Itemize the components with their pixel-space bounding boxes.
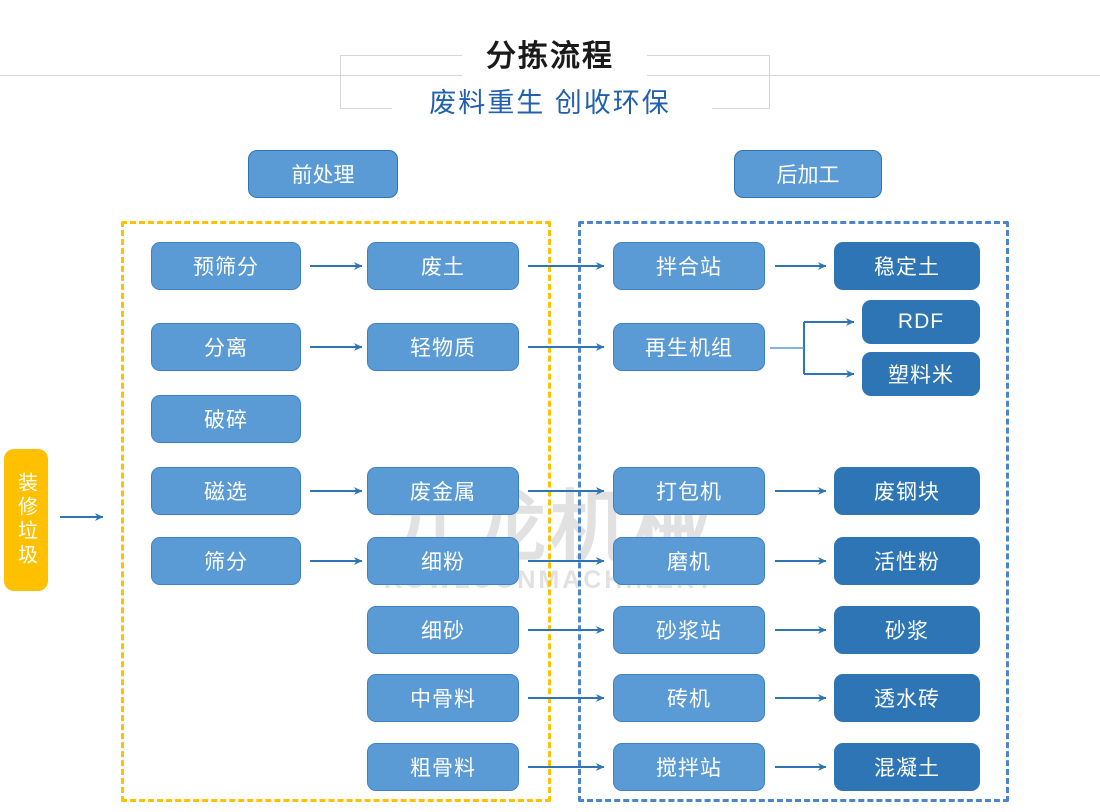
node-medium-aggregate[interactable]: 中骨料 xyxy=(367,674,519,722)
node-concrete[interactable]: 混凝土 xyxy=(834,743,980,791)
zone-post-processing xyxy=(578,221,1009,802)
node-magnetic-separation[interactable]: 磁选 xyxy=(151,467,301,515)
node-concrete-station[interactable]: 搅拌站 xyxy=(613,743,765,791)
section-tab-post-processing[interactable]: 后加工 xyxy=(734,150,882,198)
node-scrap-steel[interactable]: 废钢块 xyxy=(834,467,980,515)
node-rdf[interactable]: RDF xyxy=(862,300,980,344)
zone-pre-processing xyxy=(121,221,551,802)
node-mixing-station[interactable]: 拌合站 xyxy=(613,242,765,290)
node-brick-machine[interactable]: 砖机 xyxy=(613,674,765,722)
node-permeable-brick[interactable]: 透水砖 xyxy=(834,674,980,722)
node-mortar-station[interactable]: 砂浆站 xyxy=(613,606,765,654)
node-fine-sand[interactable]: 细砂 xyxy=(367,606,519,654)
node-active-powder[interactable]: 活性粉 xyxy=(834,537,980,585)
node-coarse-aggregate[interactable]: 粗骨料 xyxy=(367,743,519,791)
node-mortar[interactable]: 砂浆 xyxy=(834,606,980,654)
page-title: 分拣流程 xyxy=(486,40,614,73)
node-sieving[interactable]: 筛分 xyxy=(151,537,301,585)
node-waste-metal[interactable]: 废金属 xyxy=(367,467,519,515)
header-title-backdrop xyxy=(462,38,647,76)
header-subtitle-backdrop xyxy=(392,86,712,120)
section-tab-pre-processing[interactable]: 前处理 xyxy=(248,150,398,198)
page-subtitle: 废料重生 创收环保 xyxy=(429,88,671,118)
node-baler[interactable]: 打包机 xyxy=(613,467,765,515)
node-crush[interactable]: 破碎 xyxy=(151,395,301,443)
node-stabilized-soil[interactable]: 稳定土 xyxy=(834,242,980,290)
node-plastic-pellet[interactable]: 塑料米 xyxy=(862,352,980,396)
entry-node-renovation-waste[interactable]: 装修垃圾 xyxy=(4,449,48,591)
node-pre-screen[interactable]: 预筛分 xyxy=(151,242,301,290)
node-grinder[interactable]: 磨机 xyxy=(613,537,765,585)
node-waste-soil[interactable]: 废土 xyxy=(367,242,519,290)
node-separate[interactable]: 分离 xyxy=(151,323,301,371)
node-recycling-unit[interactable]: 再生机组 xyxy=(613,323,765,371)
node-light-material[interactable]: 轻物质 xyxy=(367,323,519,371)
node-fine-powder[interactable]: 细粉 xyxy=(367,537,519,585)
